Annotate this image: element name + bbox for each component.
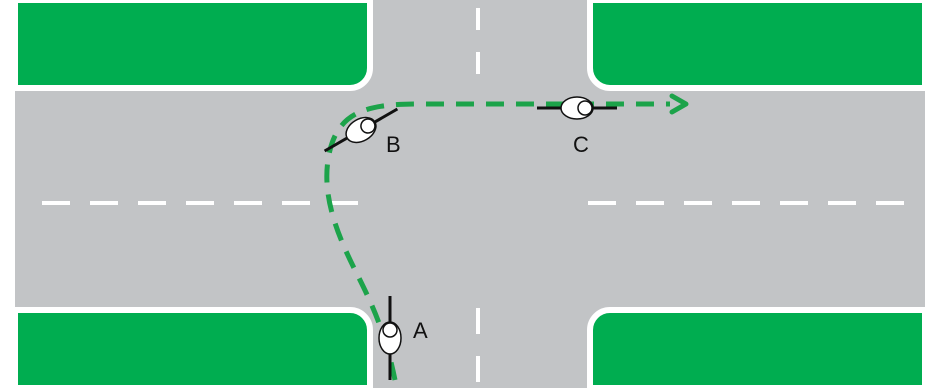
position-label-a: A: [413, 318, 428, 343]
grass-top-left: [12, 0, 373, 91]
route-line: [324, 101, 670, 381]
cyclist-top-view-icon: [378, 296, 402, 380]
route-path: [324, 93, 689, 381]
cyclist-c: [537, 96, 617, 120]
position-label-b: B: [386, 132, 401, 157]
grass-bottom-left: [12, 307, 373, 388]
position-label-c: C: [573, 132, 589, 157]
cyclist-b: [323, 107, 399, 153]
grass-top-right: [587, 0, 928, 91]
cyclist-a: [378, 296, 402, 380]
arrow-right-icon: [669, 93, 689, 115]
cyclist-top-view-icon: [537, 96, 617, 120]
lane-markings: [42, 8, 915, 388]
cyclist-top-view-icon: [323, 107, 399, 153]
grass-bottom-right: [587, 307, 928, 388]
